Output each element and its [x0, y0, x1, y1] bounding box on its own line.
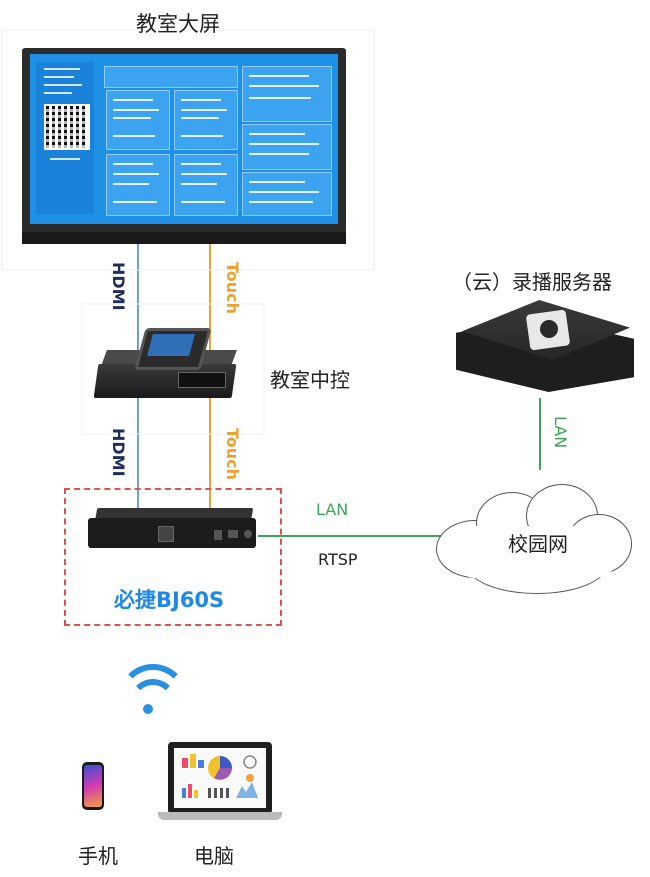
screen-panel-2	[174, 90, 238, 150]
controller-shadow-frame	[81, 303, 265, 435]
hdmi-label-bottom: HDMI	[109, 428, 128, 477]
device-slot	[158, 526, 174, 542]
phone-screen	[84, 765, 102, 807]
screen-shadow-frame	[1, 29, 375, 271]
qr-code-icon	[44, 104, 90, 150]
screen-panel-6	[242, 124, 332, 170]
control-tablet-screen	[147, 334, 195, 356]
screen-panel-4	[174, 154, 238, 216]
device-name-label: 必捷BJ60S	[114, 588, 225, 612]
computer-label: 电脑	[194, 844, 234, 868]
screen-panel-5	[242, 66, 332, 122]
hdmi-label-top: HDMI	[109, 262, 128, 311]
lan-label-server: LAN	[551, 416, 570, 449]
laptop-chart-graphics	[182, 754, 258, 798]
rtsp-label: RTSP	[318, 550, 358, 569]
device-highlight-box	[64, 488, 282, 626]
screen-panel-header	[104, 66, 238, 88]
wifi-icon	[118, 664, 188, 724]
screen-panel-7	[242, 172, 332, 216]
device-port	[228, 530, 238, 538]
big-screen-label: 教室大屏	[136, 12, 220, 36]
device-port	[244, 530, 252, 538]
touch-label-top: Touch	[223, 262, 242, 315]
campus-network-label: 校园网	[508, 532, 568, 556]
recording-server-label: （云）录播服务器	[452, 270, 612, 294]
controller-front-panel	[178, 372, 226, 388]
phone-label: 手机	[78, 844, 118, 868]
screen-bottom-bar	[22, 232, 346, 244]
screen-panel-3	[106, 154, 170, 216]
touch-label-bottom: Touch	[223, 428, 242, 481]
central-control-label: 教室中控	[270, 368, 350, 392]
screen-panel-1	[106, 90, 170, 150]
cloud-icon	[436, 484, 632, 594]
lan-label-device: LAN	[316, 500, 349, 519]
device-port	[214, 530, 222, 540]
server-logo-inner	[540, 320, 558, 338]
laptop-base	[158, 812, 282, 820]
